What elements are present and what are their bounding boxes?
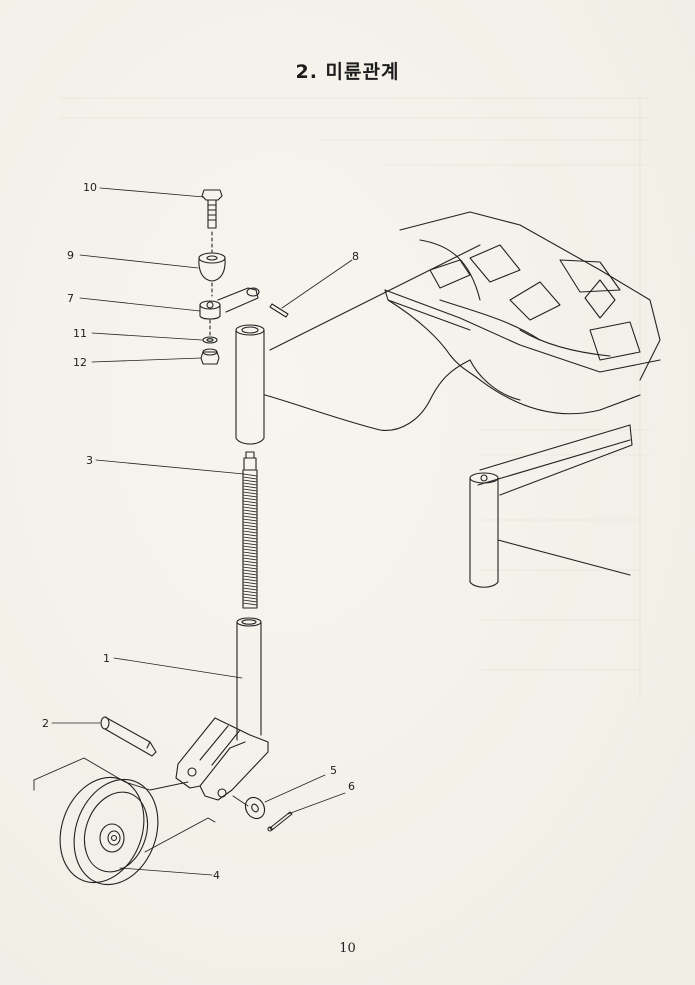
callout-4: 4: [213, 869, 220, 882]
callout-9: 9: [67, 249, 74, 262]
part-7-crank: [199, 287, 260, 336]
callout-12: 12: [73, 356, 87, 369]
callout-10: 10: [83, 181, 97, 194]
page-number: 10: [339, 941, 356, 956]
upper-tube: [235, 324, 265, 445]
spindle-thread: [242, 473, 258, 606]
part-8-pin: [269, 303, 289, 318]
callout-2: 2: [42, 717, 49, 730]
page-title: 2. 미륜관계: [295, 61, 400, 83]
part-5-washer: [244, 796, 266, 820]
part-6-cotter-pin: [267, 811, 293, 832]
callout-6: 6: [348, 780, 355, 793]
part-9-cap: [198, 252, 226, 297]
callout-11: 11: [73, 327, 87, 340]
frame-assembly: [264, 211, 661, 588]
part-2-axle: [100, 716, 157, 757]
callout-leaders: [51, 187, 353, 876]
callout-5: 5: [330, 764, 337, 777]
callout-7: 7: [67, 292, 74, 305]
part-1-stand: [175, 617, 269, 801]
callout-labels: 10 9 7 11 12 8 3 1 2 5 6 4: [42, 181, 359, 882]
assembly-guide: [33, 757, 249, 853]
part-4-wheel: [59, 776, 159, 886]
callout-1: 1: [103, 652, 110, 665]
part-11-washer: [202, 336, 218, 344]
callout-8: 8: [352, 250, 359, 263]
callout-3: 3: [86, 454, 93, 467]
part-12-nut: [200, 348, 220, 365]
part-10-bolt: [201, 189, 223, 253]
